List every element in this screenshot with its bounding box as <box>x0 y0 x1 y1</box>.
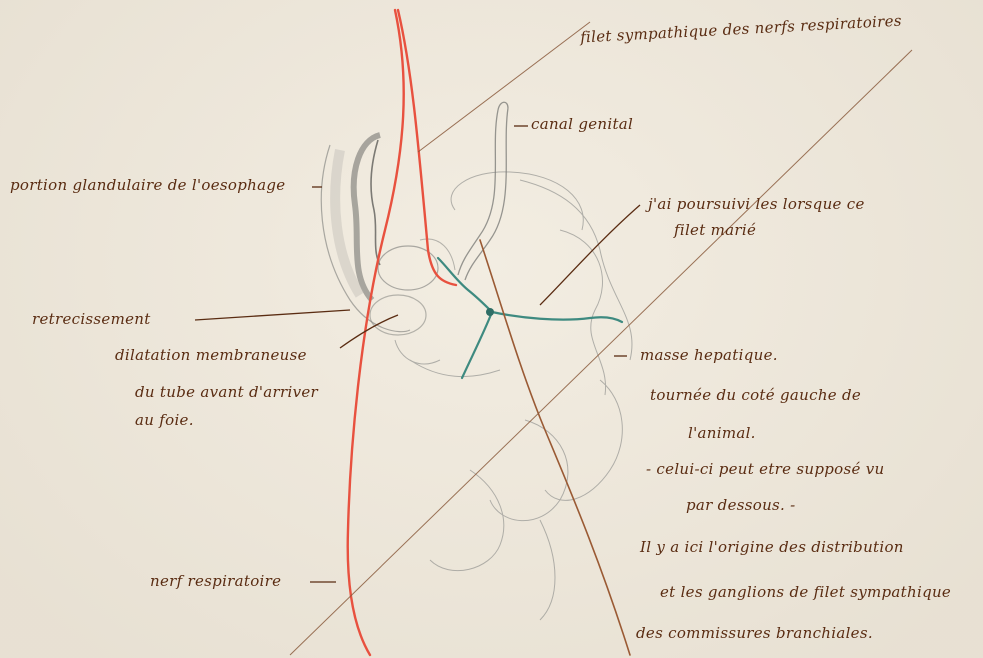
annotation-assumed-line2: par dessous. - <box>686 498 796 513</box>
annotation-genital-canal: canal genital <box>531 117 633 132</box>
annotation-narrowing: retrecissement <box>32 312 151 327</box>
annotation-assumed-line1: - celui-ci peut etre supposé vu <box>646 462 884 477</box>
annotation-followed-note-line1: j'ai poursuivi les lorsque ce <box>648 197 865 212</box>
hepatic-vessel-drawing <box>438 258 622 378</box>
annotation-dilatation-line3: au foie. <box>135 413 194 428</box>
annotation-dilatation-line2: du tube avant d'arriver <box>135 385 318 400</box>
annotation-turned-line2: l'animal. <box>688 426 756 441</box>
annotation-turned-line1: tournée du coté gauche de <box>650 388 861 403</box>
annotation-origin-line2: et les ganglions de filet sympathique <box>660 585 951 600</box>
annotation-respiratory-nerve: nerf respiratoire <box>150 574 281 589</box>
annotation-hepatic-mass: masse hepatique. <box>640 348 778 363</box>
annotation-followed-note-line2: filet marié <box>674 223 756 238</box>
annotation-origin-line1: Il y a ici l'origine des distribution <box>640 540 904 555</box>
brown-vessel-drawing <box>480 240 630 655</box>
genital-canal-sketch <box>458 102 508 280</box>
annotation-dilatation-line1: dilatation membraneuse <box>115 348 307 363</box>
annotation-origin-line3: des commissures branchiales. <box>636 626 873 641</box>
oesophagus-sketch <box>321 135 455 335</box>
annotation-glandular-portion: portion glandulaire de l'oesophage <box>10 178 285 193</box>
